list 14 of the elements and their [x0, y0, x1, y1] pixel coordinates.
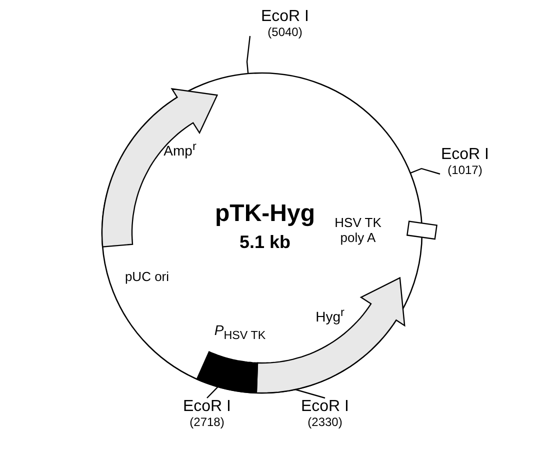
resistance-gene-label: Hyg$^{r}$ — [314, 306, 346, 325]
resistance-gene-label: Amp$^{r}$ — [162, 140, 198, 159]
promoter-label: P$_{HSV TK}$ — [213, 322, 267, 342]
restriction-site-label: EcoR I (5040) — [250, 8, 320, 40]
restriction-site-label: EcoR I (1017) — [430, 146, 500, 178]
leader-line — [206, 386, 218, 398]
restriction-site-label: EcoR I (2330) — [290, 398, 360, 430]
leader-line — [246, 36, 251, 74]
origin-label: pUC ori — [124, 270, 170, 285]
leader-line — [410, 168, 440, 175]
restriction-site-label: EcoR I (2718) — [172, 398, 242, 430]
poly-a-label: HSV TK poly A — [334, 216, 382, 246]
plasmid-size: 5.1 kb — [238, 232, 292, 253]
leader-line — [295, 388, 326, 399]
